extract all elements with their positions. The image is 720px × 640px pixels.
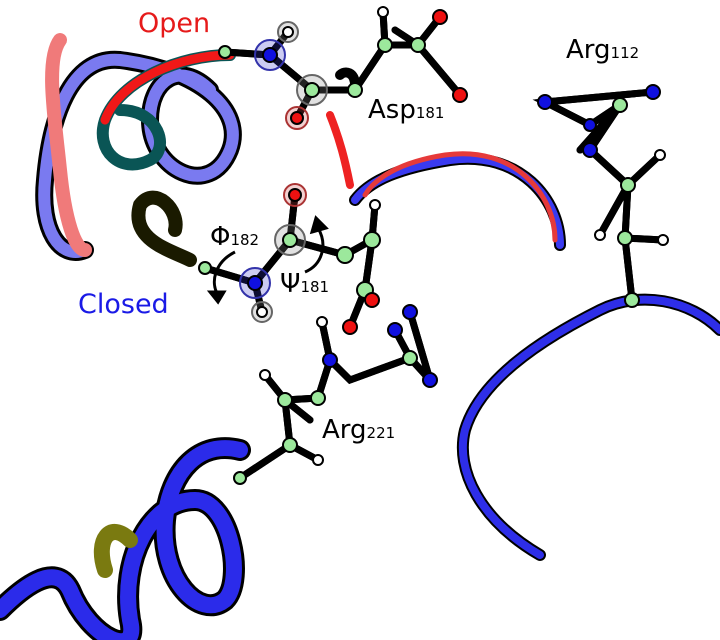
arg221-label: Arg221 <box>322 415 395 445</box>
open-ribbon <box>45 33 558 257</box>
arg112-label: Arg112 <box>566 35 639 65</box>
closed-ribbon <box>0 50 720 640</box>
phi-rotation-arrow-icon <box>206 250 236 305</box>
bonds <box>201 8 667 482</box>
psi181-label: Ψ181 <box>280 269 329 299</box>
psi-rotation-arrow-icon <box>304 215 329 274</box>
phi182-label: Φ182 <box>210 222 259 252</box>
closed-label: Closed <box>78 289 169 320</box>
asp181-label: Asp181 <box>368 95 444 125</box>
open-label: Open <box>138 8 210 39</box>
atoms <box>198 6 669 485</box>
